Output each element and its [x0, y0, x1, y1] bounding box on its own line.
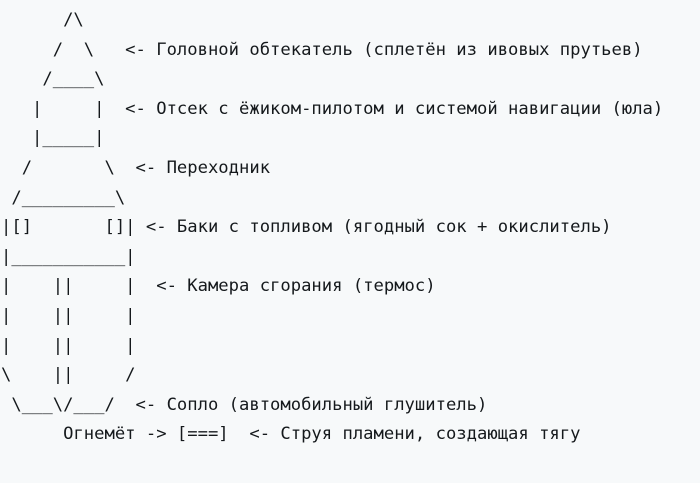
- ascii-rocket-diagram: /\ / \ <- Головной обтекатель (сплетён и…: [1, 10, 664, 445]
